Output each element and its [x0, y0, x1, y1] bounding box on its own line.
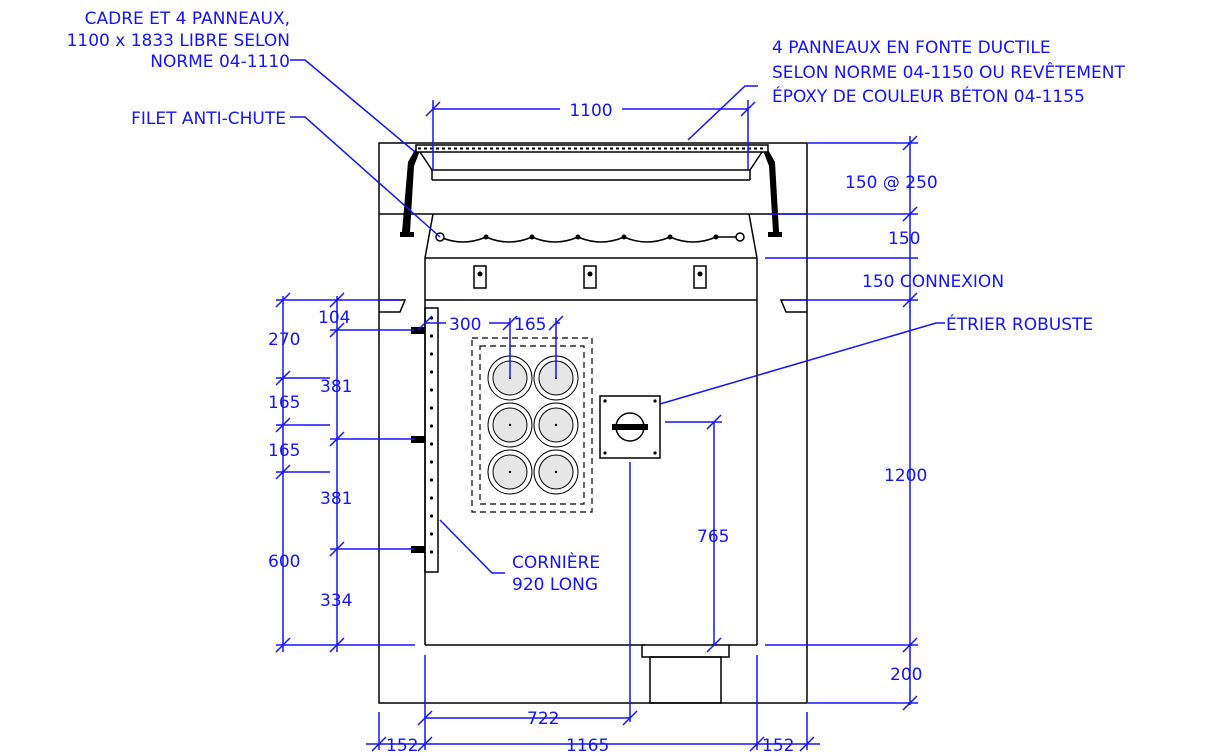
conduit-block — [471, 337, 593, 513]
frame-leg-right — [762, 148, 779, 232]
dim-left-165a: 165 — [268, 393, 300, 413]
inner-wall-right — [748, 213, 758, 645]
connexion-inserts — [473, 265, 707, 289]
outer-wall — [378, 142, 808, 704]
ledge-right — [779, 299, 807, 313]
dim-104: 104 — [318, 308, 350, 328]
frame-note-line-2: 1100 x 1833 LIBRE SELON — [67, 31, 290, 51]
dimension-lines — [275, 100, 918, 752]
ledge-left — [379, 299, 407, 313]
cast-note-line-3: ÉPOXY DE COULEUR BÉTON 04-1155 — [772, 85, 1085, 107]
net-node — [575, 234, 581, 240]
sump-rim — [641, 644, 730, 658]
dim-152-right: 152 — [762, 736, 794, 756]
bracket — [411, 546, 425, 553]
stirrup-bar — [612, 424, 648, 430]
dim-inner-334: 334 — [320, 591, 352, 611]
insert-bolt — [697, 271, 703, 277]
sump — [649, 656, 722, 704]
annotation-texts: CADRE ET 4 PANNEAUX, 1100 x 1833 LIBRE S… — [67, 9, 1126, 756]
conduit-pipes — [487, 355, 579, 495]
insert — [693, 265, 707, 289]
frame-foot-right — [768, 232, 782, 237]
conduit-outline-inner — [479, 345, 585, 505]
inner-wall-left — [424, 213, 434, 645]
frame-leg-left — [402, 148, 421, 232]
stirrup — [599, 395, 661, 459]
dim-765: 765 — [697, 527, 729, 547]
cast-note-line-1: 4 PANNEAUX EN FONTE DUCTILE — [772, 38, 1051, 58]
net-node — [483, 234, 489, 240]
dim-top-width: 1100 — [569, 101, 612, 121]
frame-foot-left — [400, 232, 414, 237]
conduit-outline-outer — [471, 337, 593, 513]
net-node — [621, 234, 627, 240]
dim-165-top: 165 — [514, 315, 546, 335]
dim-height: 1200 — [884, 466, 927, 486]
stirrup-label: ÉTRIER ROBUSTE — [946, 313, 1093, 335]
net-anchor-right — [735, 232, 745, 242]
net-node — [667, 234, 673, 240]
dim-left-165b: 165 — [268, 441, 300, 461]
frame-note-line-1: CADRE ET 4 PANNEAUX, — [85, 9, 290, 29]
bracket — [411, 436, 425, 443]
bracket — [411, 327, 425, 334]
dim-connexion: 150 CONNEXION — [862, 272, 1004, 292]
frame-note-line-3: NORME 04-1110 — [150, 52, 290, 72]
cover-body — [419, 151, 763, 171]
dim-frame-depth: 150 @ 250 — [845, 173, 938, 193]
dim-left-600: 600 — [268, 552, 300, 572]
dim-inner-381a: 381 — [320, 377, 352, 397]
chamber-structure — [378, 142, 808, 704]
net-node — [713, 234, 719, 240]
dim-722: 722 — [527, 709, 559, 729]
angle-label-line-1: CORNIÈRE — [512, 551, 600, 573]
stirrup-plate — [599, 395, 661, 459]
insert — [473, 265, 487, 289]
angle-label-line-2: 920 LONG — [512, 575, 598, 595]
safety-net-label: FILET ANTI-CHUTE — [131, 109, 286, 129]
insert-bolt — [477, 271, 483, 277]
dim-150: 150 — [888, 229, 920, 249]
frame-and-cover — [400, 144, 782, 237]
dim-1165: 1165 — [566, 736, 609, 756]
leader-lines — [290, 59, 945, 574]
dim-300: 300 — [449, 315, 481, 335]
dim-152-left: 152 — [386, 736, 418, 756]
insert — [583, 265, 597, 289]
cast-note-line-2: SELON NORME 04-1150 OU REVÊTEMENT — [772, 61, 1125, 83]
insert-bolt — [587, 271, 593, 277]
dim-inner-381b: 381 — [320, 489, 352, 509]
net-node — [529, 234, 535, 240]
dim-base: 200 — [890, 665, 922, 685]
angle-iron — [411, 307, 439, 573]
dim-left-270: 270 — [268, 330, 300, 350]
safety-net — [435, 232, 745, 243]
